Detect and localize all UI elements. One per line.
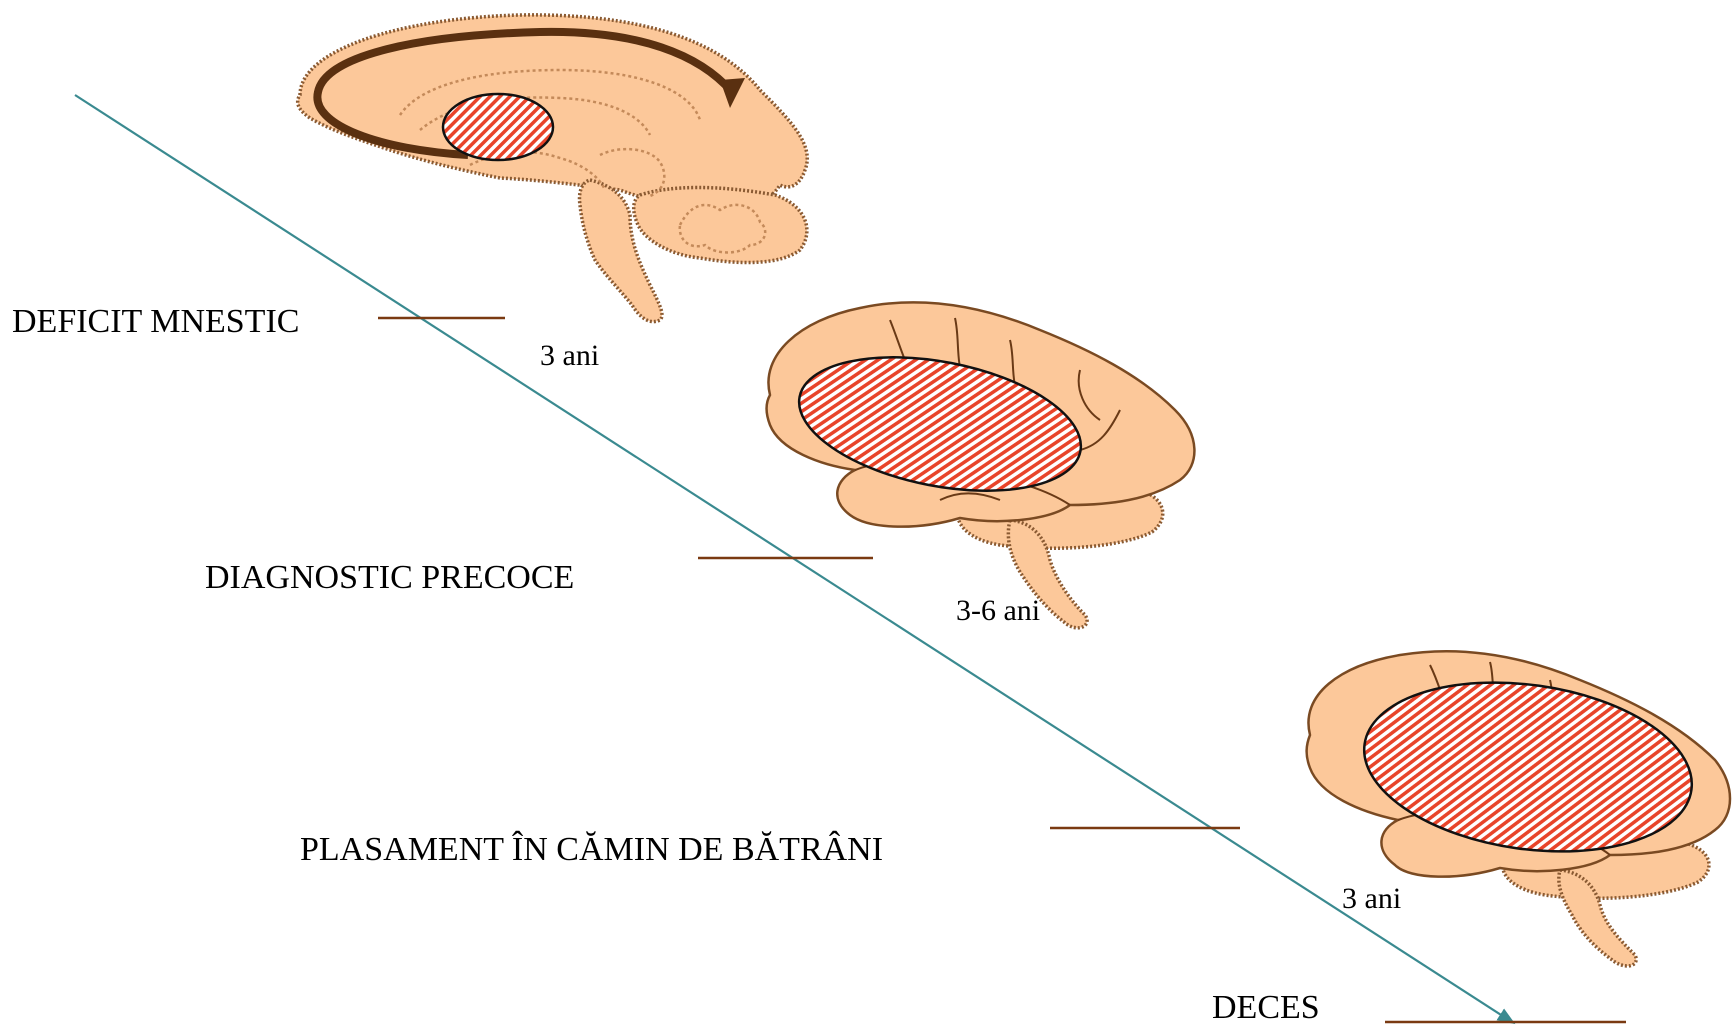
label-deces: DECES xyxy=(1212,989,1320,1025)
duration-first: 3 ani xyxy=(540,339,599,372)
duration-third: 3 ani xyxy=(1342,882,1401,915)
label-diagnostic-precoce: DIAGNOSTIC PRECOCE xyxy=(205,559,574,596)
lesion-hippocampus xyxy=(443,94,553,160)
duration-second: 3-6 ani xyxy=(956,594,1040,627)
label-plasament: PLASAMENT ÎN CĂMIN DE BĂTRÂNI xyxy=(300,831,883,868)
sagittal-brain-icon xyxy=(298,15,808,322)
lateral-brain-icon-2 xyxy=(767,302,1195,628)
label-deficit-mnestic: DEFICIT MNESTIC xyxy=(12,303,299,340)
cerebrum-outline xyxy=(298,15,808,205)
lateral-brain-icon-3 xyxy=(1307,651,1730,966)
